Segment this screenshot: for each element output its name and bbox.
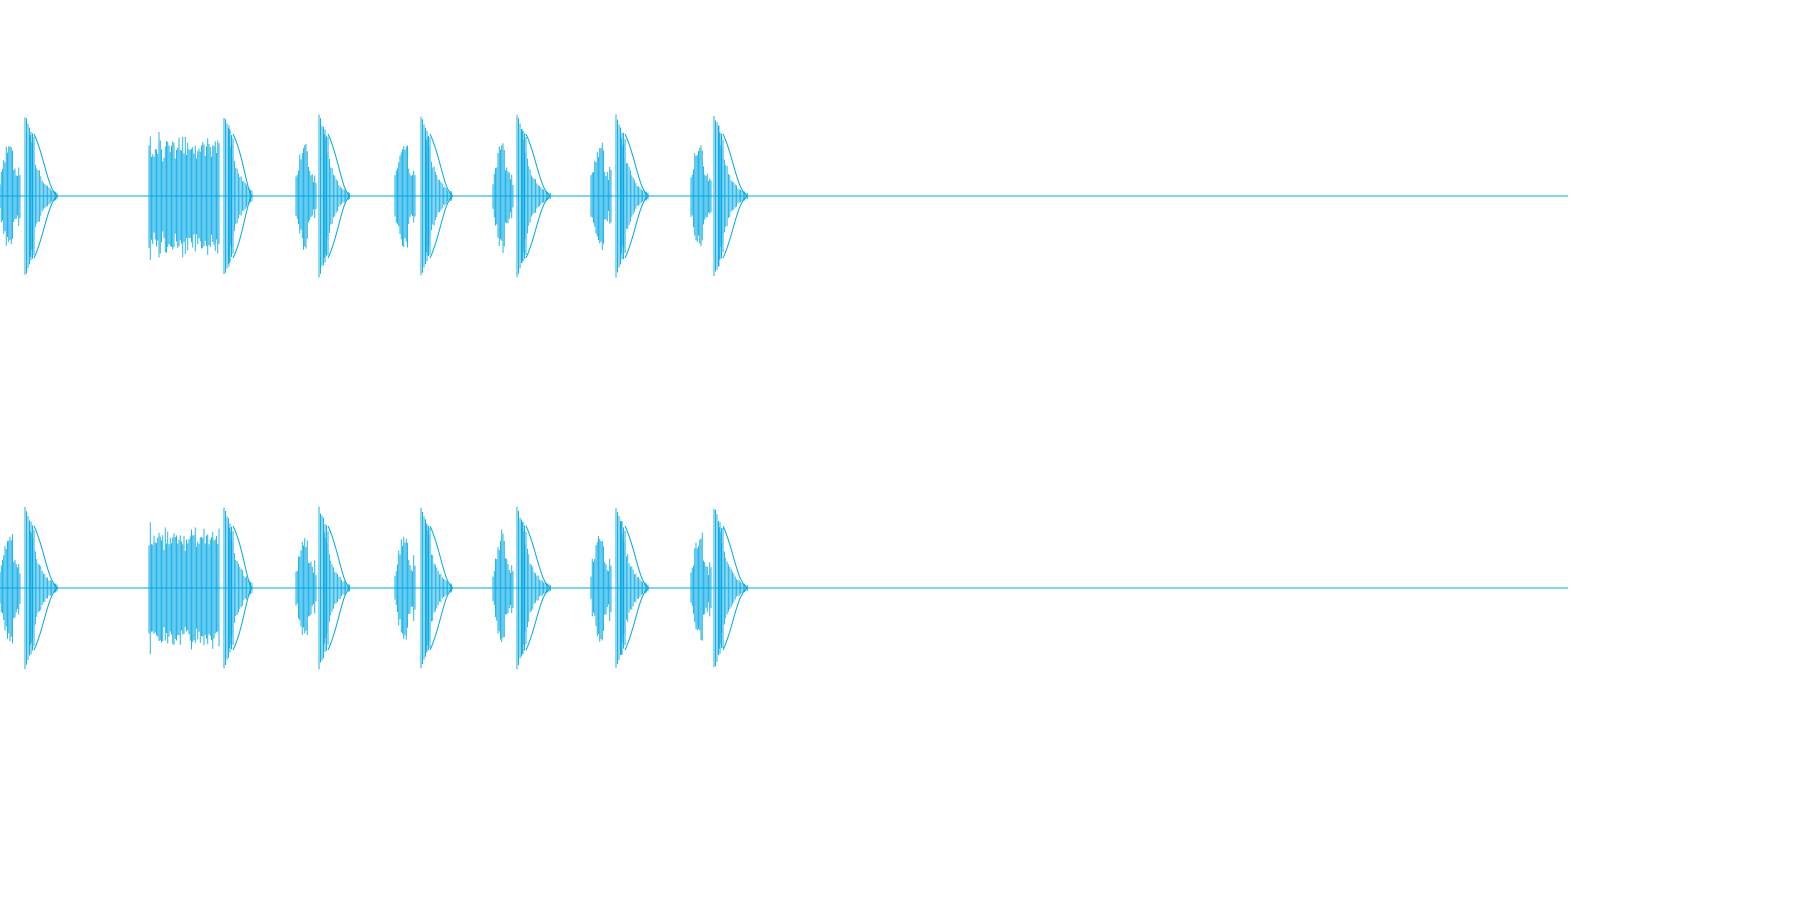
waveform-burst — [0, 507, 59, 669]
waveform-lower-envelope — [525, 587, 552, 651]
waveform-lower-envelope — [33, 587, 59, 651]
waveform-lower-envelope — [327, 195, 351, 259]
waveform-burst — [590, 114, 650, 278]
waveform-lower-envelope — [429, 587, 454, 651]
waveform-burst — [590, 508, 650, 668]
waveform-lower-envelope — [33, 195, 59, 259]
waveform-channel-top — [0, 114, 1568, 278]
waveform-upper-envelope — [429, 133, 454, 197]
waveform-burst — [295, 114, 351, 278]
waveform-lower-envelope — [525, 195, 552, 259]
waveform-upper-envelope — [624, 525, 650, 589]
waveform-upper-envelope — [525, 133, 552, 197]
waveform-burst — [492, 506, 552, 670]
waveform-channel-bottom — [0, 506, 1568, 670]
waveform-lower-envelope — [429, 195, 454, 259]
waveform-upper-envelope — [525, 525, 552, 589]
waveform-burst — [295, 506, 351, 670]
waveform-upper-envelope — [722, 133, 749, 197]
waveform-upper-envelope — [429, 525, 454, 589]
waveform-upper-envelope — [33, 133, 59, 197]
waveform-lower-envelope — [232, 195, 253, 259]
waveform-burst — [148, 507, 253, 669]
waveform-lower-envelope — [722, 195, 749, 259]
waveform-burst — [394, 116, 454, 276]
waveform-lower-envelope — [624, 587, 650, 651]
waveform-burst — [690, 508, 749, 668]
waveform-upper-envelope — [722, 525, 749, 589]
waveform-lower-envelope — [232, 587, 253, 651]
waveform-upper-envelope — [624, 133, 650, 197]
waveform-lower-envelope — [624, 195, 650, 259]
waveform-burst — [148, 117, 253, 275]
waveform-upper-envelope — [33, 525, 59, 589]
waveform-upper-envelope — [327, 133, 351, 197]
waveform-burst — [492, 114, 552, 278]
waveform-upper-envelope — [327, 525, 351, 589]
waveform-burst — [690, 115, 749, 277]
waveform-burst — [394, 507, 454, 669]
waveform-upper-envelope — [232, 525, 253, 589]
waveform-burst — [0, 117, 59, 275]
waveform-upper-envelope — [232, 133, 253, 197]
waveform-viewer — [0, 114, 1568, 670]
waveform-lower-envelope — [722, 587, 749, 651]
waveform-canvas — [0, 114, 1568, 670]
waveform-lower-envelope — [327, 587, 351, 651]
